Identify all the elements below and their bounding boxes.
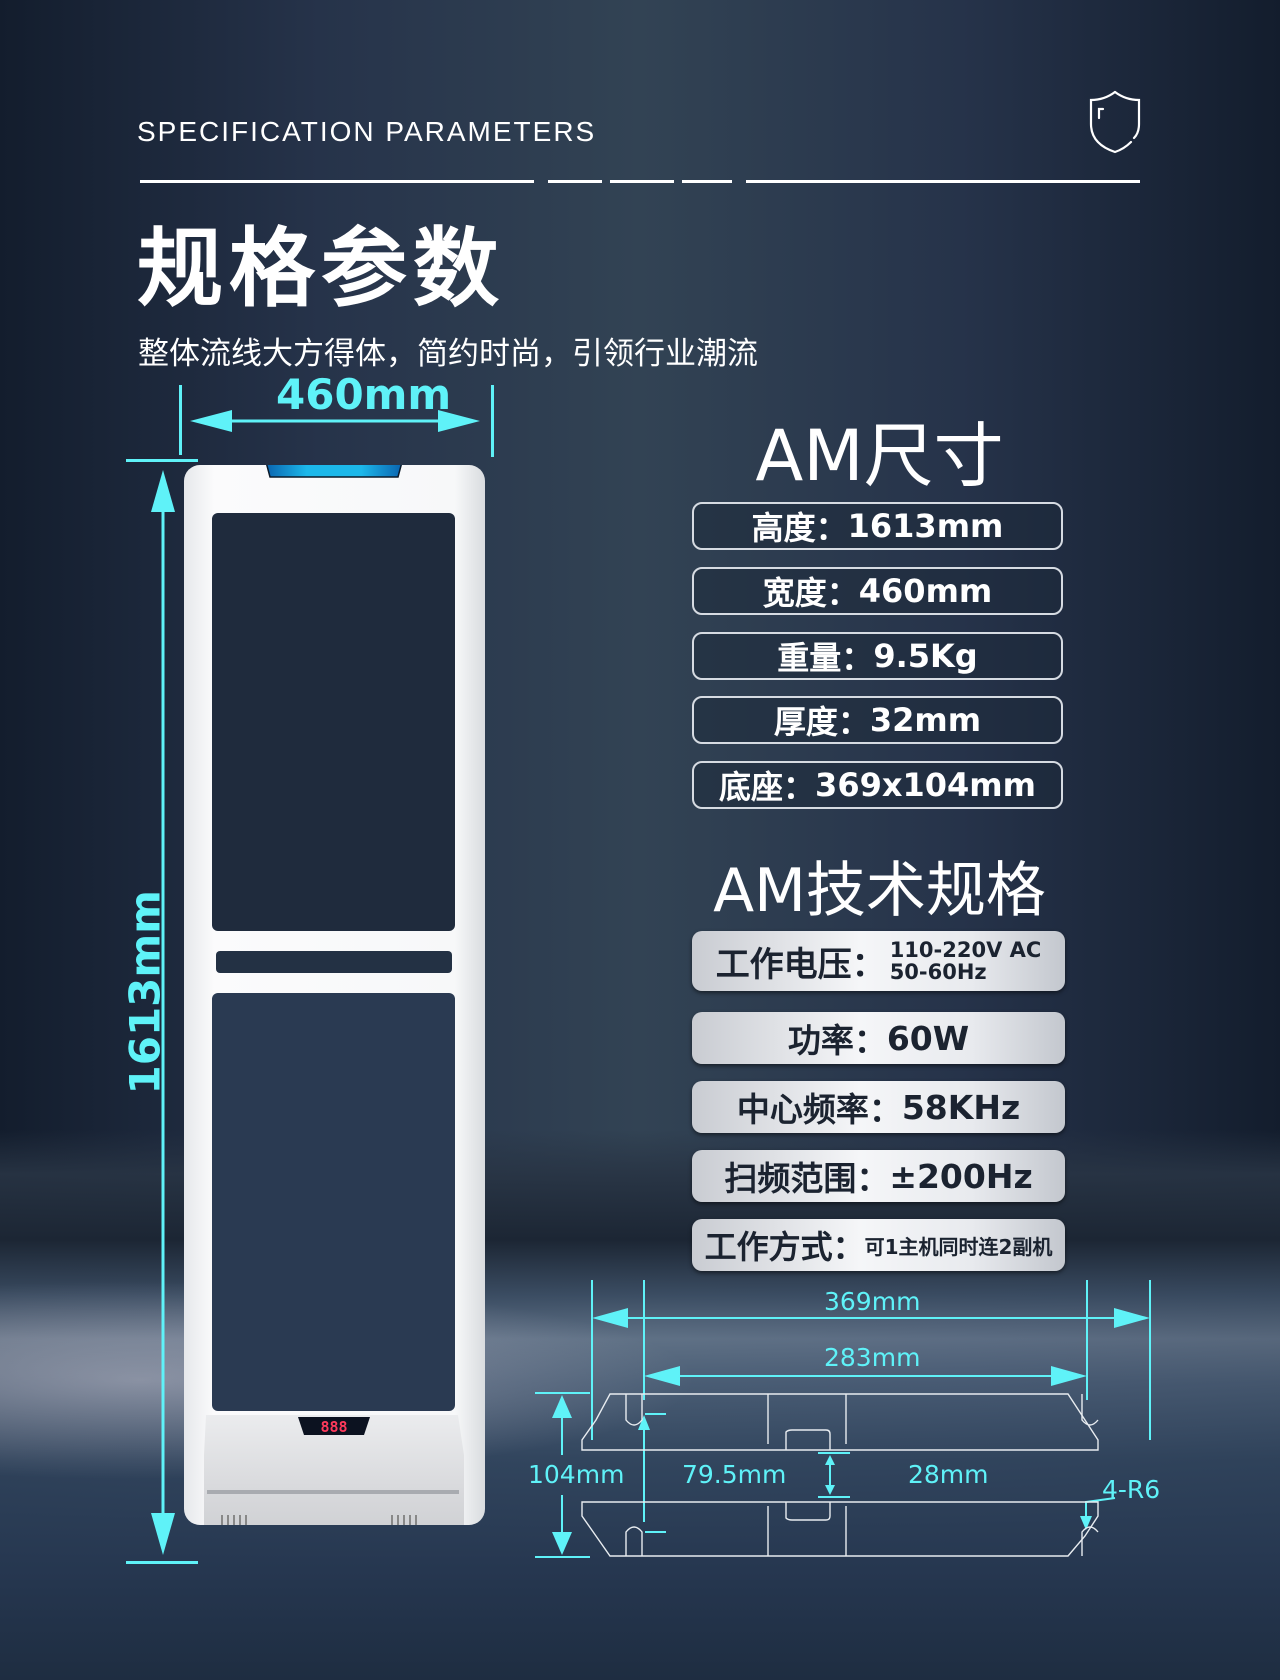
spec-value: 1613mm	[847, 507, 1004, 545]
height-tick-top	[126, 459, 198, 462]
height-tick-bottom	[126, 1561, 198, 1564]
spec-row-height: 高度：1613mm	[692, 502, 1063, 550]
tech-section-title: AM技术规格	[713, 856, 1046, 926]
spec-value: 32mm	[869, 701, 982, 739]
width-tick-right	[491, 385, 494, 457]
width-label: 460mm	[276, 370, 452, 419]
spec-label: 工作方式：	[704, 1228, 865, 1266]
header-rule-dash	[682, 180, 732, 183]
spec-label: 重量：	[777, 639, 874, 677]
spec-label: 高度：	[751, 509, 848, 547]
spec-value: 369x104mm	[815, 766, 1036, 804]
spec-row-mode: 工作方式：可1主机同时连2副机	[692, 1219, 1065, 1271]
spec-label: 厚度：	[773, 703, 870, 741]
spec-row-voltage: 工作电压： 110-220V AC 50-60Hz	[692, 931, 1065, 991]
base-inner-width: 283mm	[824, 1343, 921, 1372]
spec-row-frequency: 中心频率：58KHz	[692, 1081, 1065, 1133]
subtitle: 整体流线大方得体，简约时尚，引领行业潮流	[138, 336, 758, 372]
header-rule	[746, 180, 1140, 183]
spec-label: 扫频范围：	[724, 1159, 890, 1198]
header-rule	[140, 180, 534, 183]
spec-label: 工作电压：	[715, 944, 886, 985]
spec-value: 可1主机同时连2副机	[864, 1234, 1053, 1259]
base-hole-spacing: 79.5mm	[682, 1460, 787, 1489]
spec-row-width: 宽度：460mm	[692, 567, 1063, 615]
spec-value: 58KHz	[901, 1087, 1021, 1127]
spec-value: 460mm	[858, 572, 993, 610]
spec-row-sweep: 扫频范围：±200Hz	[692, 1150, 1065, 1202]
voltage-values: 110-220V AC 50-60Hz	[890, 939, 1042, 983]
base-radius: 4-R6	[1102, 1475, 1161, 1504]
base-depth: 104mm	[528, 1460, 625, 1489]
base-overall-width: 369mm	[824, 1287, 921, 1316]
spec-label: 宽度：	[762, 574, 859, 612]
spec-label: 中心频率：	[736, 1090, 902, 1129]
header-rule-dash	[610, 180, 674, 183]
base-slot: 28mm	[908, 1460, 989, 1489]
header-rule-dash	[548, 180, 602, 183]
spec-row-power: 功率：60W	[692, 1012, 1065, 1064]
spec-value-2: 50-60Hz	[889, 960, 987, 984]
spec-value: ±200Hz	[889, 1156, 1033, 1196]
page-title: 规格参数	[137, 219, 505, 319]
security-gate-image: 888	[184, 465, 485, 1525]
spec-row-thickness: 厚度：32mm	[692, 696, 1063, 744]
english-title: SPECIFICATION PARAMETERS	[137, 116, 597, 147]
shield-icon	[1089, 90, 1141, 154]
base-technical-drawing	[535, 1280, 1151, 1558]
spec-value: 9.5Kg	[873, 637, 978, 675]
svg-text:888: 888	[320, 1418, 347, 1436]
height-arrow	[151, 470, 175, 1555]
height-label: 1613mm	[120, 890, 170, 1095]
width-arrow	[190, 410, 480, 432]
spec-row-weight: 重量：9.5Kg	[692, 632, 1063, 680]
spec-value: 60W	[886, 1018, 970, 1058]
spec-value: 110-220V AC	[889, 938, 1042, 962]
spec-label: 底座：	[719, 768, 816, 806]
width-tick-left	[179, 385, 182, 455]
spec-row-base: 底座：369x104mm	[692, 761, 1063, 809]
size-section-title: AM尺寸	[755, 415, 1004, 497]
spec-label: 功率：	[787, 1021, 887, 1060]
